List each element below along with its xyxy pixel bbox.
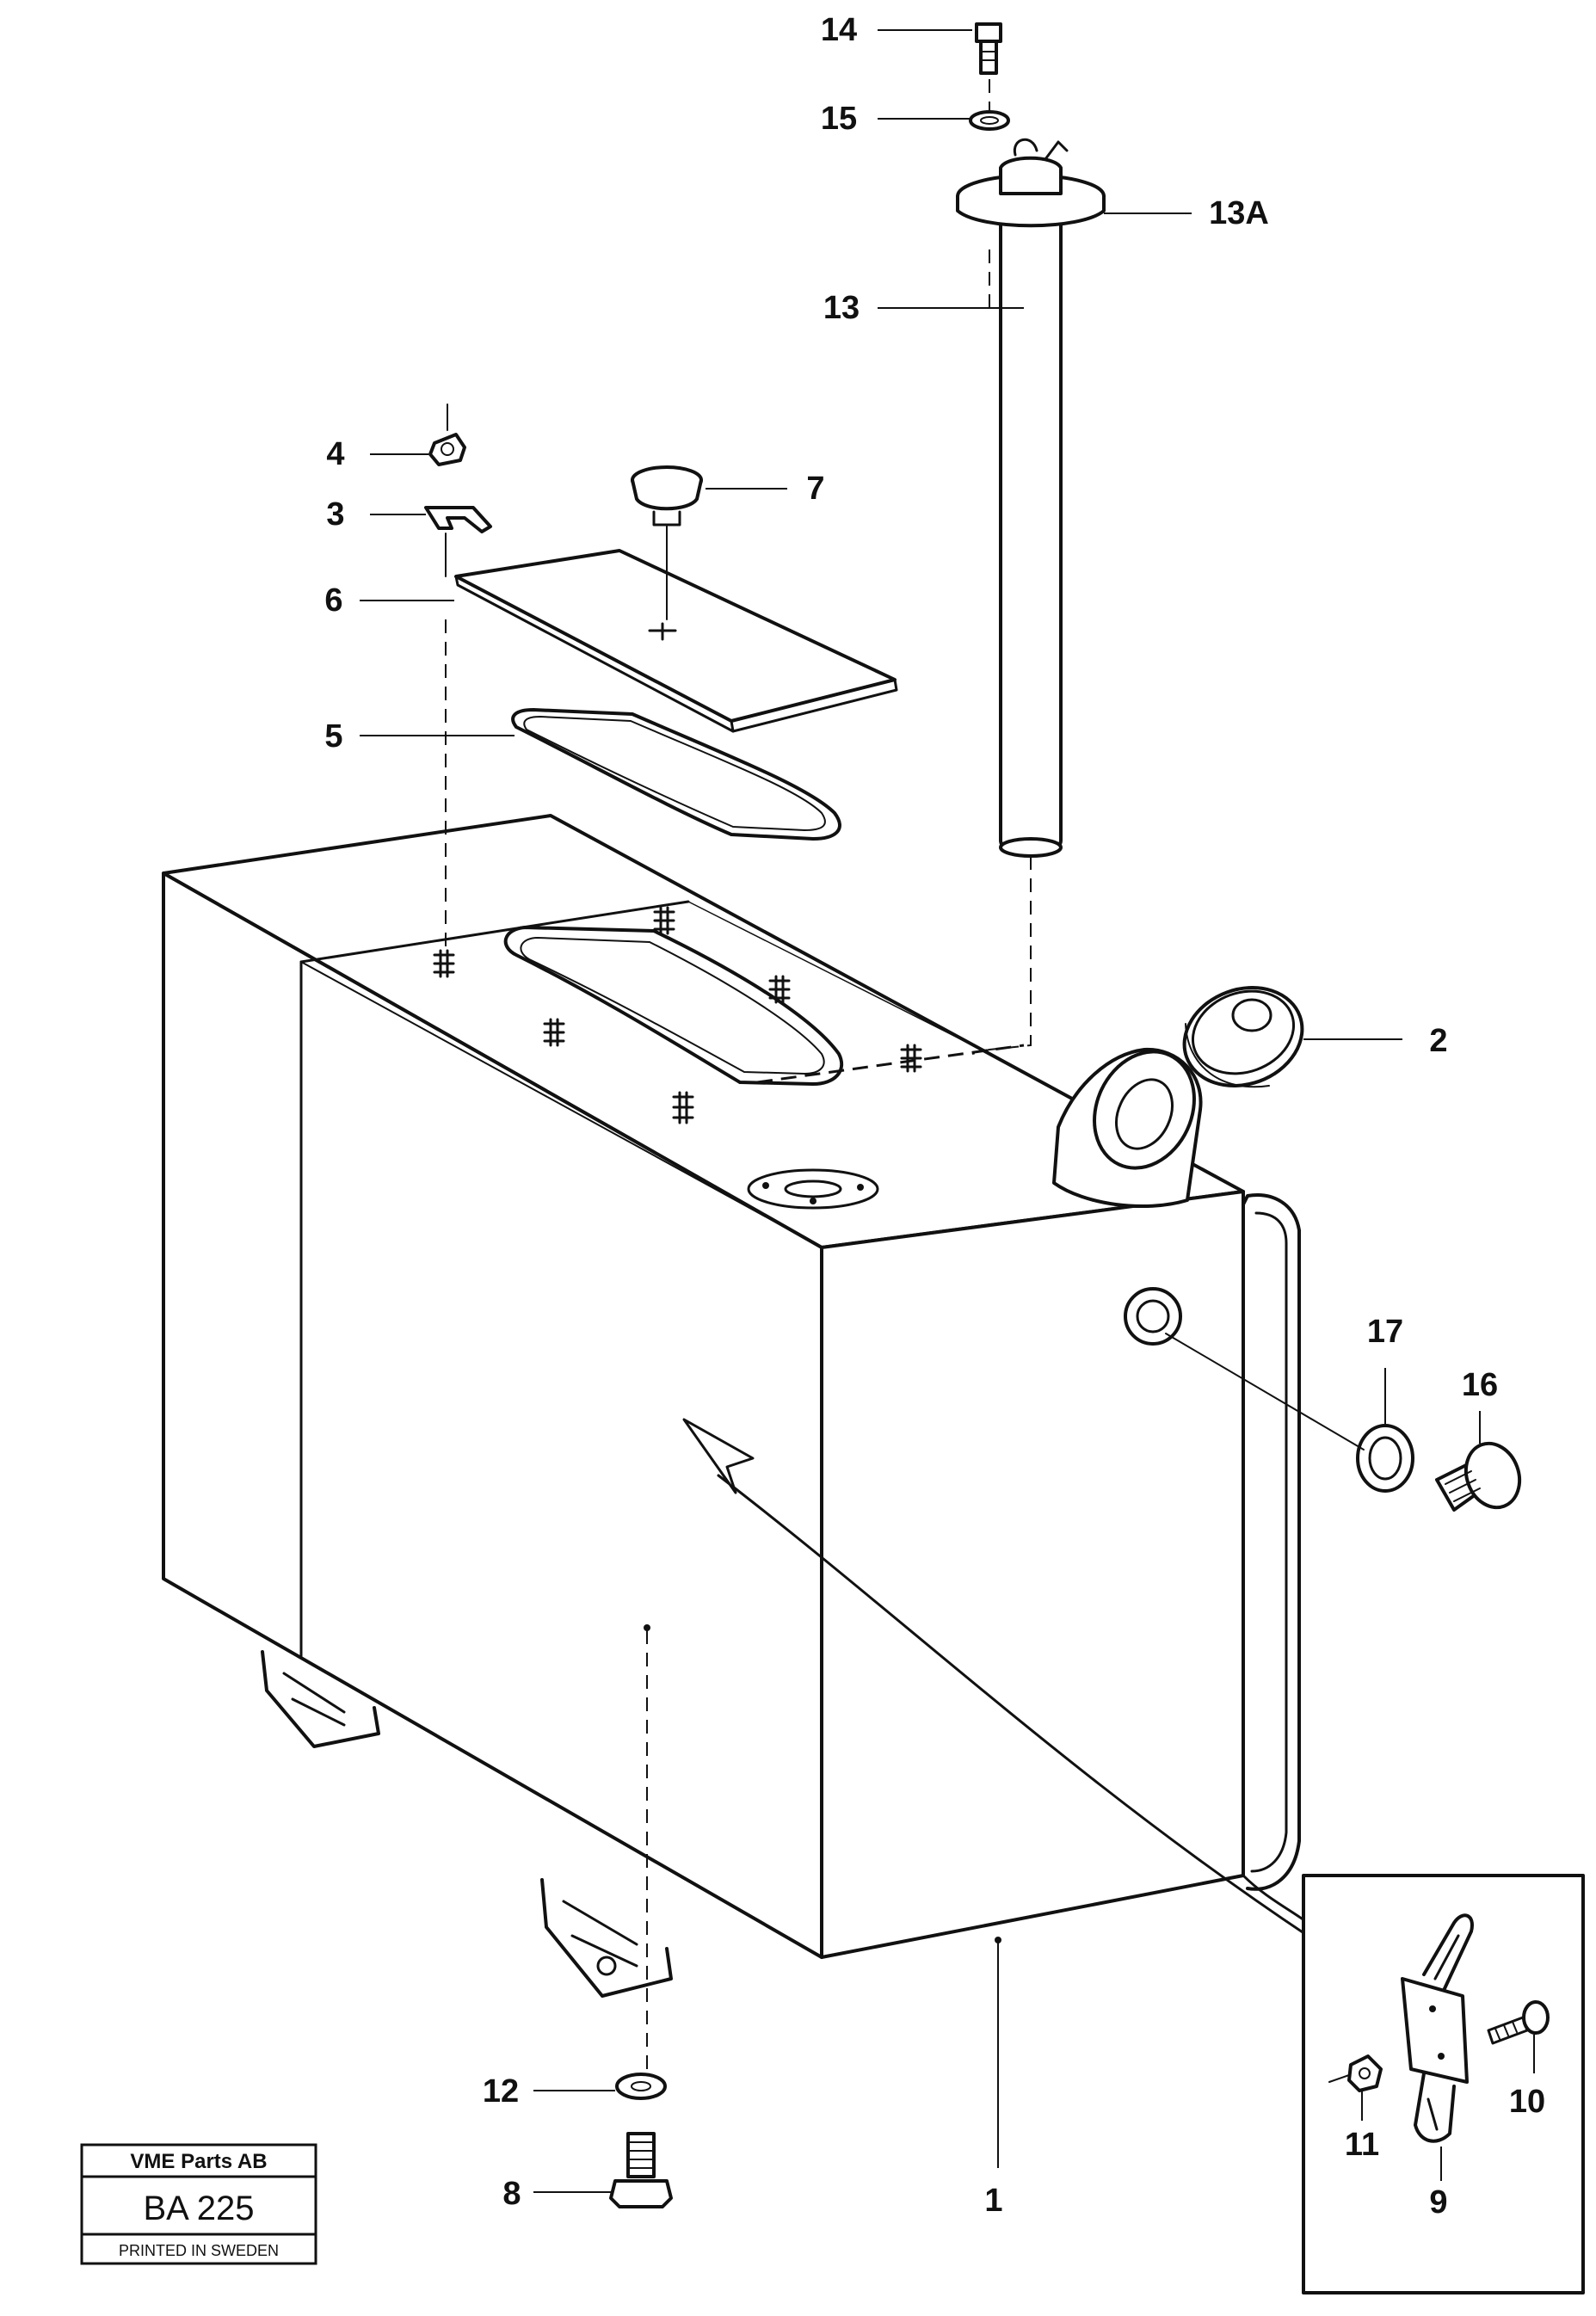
leader-lines [360,29,1535,2193]
cover-plate [454,549,898,733]
callout-13: 13 [823,290,860,326]
callout-14: 14 [821,12,857,48]
drain-washer-12 [615,2073,667,2100]
breather-cap-7 [631,465,703,620]
plug-16 [1435,1441,1522,1512]
callout-3: 3 [326,496,344,533]
callout-9: 9 [1429,2184,1447,2221]
callout-16: 16 [1462,1367,1498,1403]
company-name: VME Parts AB [130,2150,267,2173]
tank-feet [261,1650,673,1998]
clamp-3 [424,506,492,533]
callout-5: 5 [324,718,342,755]
fuel-tank-body [162,814,1309,1998]
callout-4: 4 [326,436,344,472]
callout-15: 15 [821,101,857,137]
studs [433,906,922,1124]
fuel-level-sensor [956,138,1106,1055]
nut-4 [428,433,466,466]
filler-cap-2 [1182,986,1304,1088]
callout-1: 1 [984,2183,1002,2219]
callout-6: 6 [324,582,342,619]
callout-2: 2 [1429,1023,1447,1059]
washer-15 [969,110,1010,131]
callout-labels: 14 15 13A 13 4 3 6 7 5 2 17 16 12 8 1 10… [324,12,1545,2221]
detail-box [1302,1874,1585,2294]
printed-in: PRINTED IN SWEDEN [119,2242,279,2259]
callout-12: 12 [483,2073,519,2110]
washer-17 [1356,1424,1414,1493]
drawing-code: BA 225 [143,2190,254,2227]
callout-8: 8 [502,2176,521,2212]
callout-7: 7 [806,471,824,507]
bolt-14 [975,22,1002,75]
title-block: VME Parts AB BA 225 PRINTED IN SWEDEN [80,2143,317,2265]
callout-13a: 13A [1209,195,1269,231]
detail-pointer-arrow [682,1418,1309,1937]
gasket [511,708,841,841]
callout-17: 17 [1367,1314,1403,1350]
callout-10: 10 [1509,2084,1545,2120]
callout-11: 11 [1345,2127,1379,2163]
drain-plug-8 [609,2132,673,2208]
